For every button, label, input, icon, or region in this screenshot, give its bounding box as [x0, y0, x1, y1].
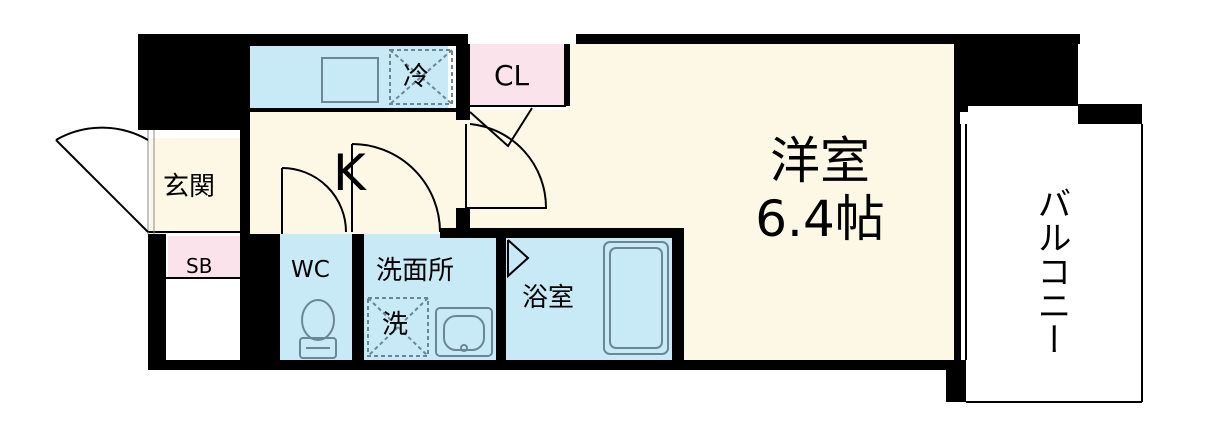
- toilet-icon: [301, 299, 335, 341]
- fixtures: [299, 49, 669, 359]
- washer-label: 洗: [382, 310, 409, 340]
- western-room-size-label: 6.4帖: [755, 190, 885, 248]
- kitchen-floor: [248, 110, 568, 234]
- fridge-label: 冷: [403, 62, 430, 92]
- closet-label: CL: [494, 59, 530, 92]
- washer-space-icon: [367, 297, 429, 357]
- shoe-box-label: SB: [186, 254, 213, 278]
- western-room-label: 洋室: [770, 132, 870, 190]
- walls: [138, 34, 1142, 402]
- toilet-label: WC: [291, 257, 330, 283]
- fridge-space-icon: [389, 49, 453, 105]
- entrance-door: [55, 139, 149, 233]
- kitchen-label: K: [333, 144, 366, 202]
- washbasin-icon: [435, 307, 493, 357]
- sink-icon: [321, 57, 379, 103]
- shoe-box: [168, 236, 240, 278]
- closet-door: [469, 107, 533, 148]
- washroom-label: 洗面所: [376, 256, 455, 286]
- balcony-floor: [958, 106, 1142, 402]
- toilet-floor: [280, 234, 358, 360]
- entrance-floor: [150, 138, 248, 234]
- closet-floor: [468, 44, 568, 106]
- partitions: [147, 105, 1143, 403]
- doors: [55, 107, 548, 279]
- bathroom-door: [507, 239, 530, 279]
- bathroom-floor: [504, 236, 674, 360]
- bathtub-icon: [603, 241, 669, 355]
- bathroom-label: 浴室: [522, 283, 575, 313]
- entrance-label: 玄関: [163, 172, 216, 202]
- balcony-label: バルコニー: [1031, 186, 1071, 356]
